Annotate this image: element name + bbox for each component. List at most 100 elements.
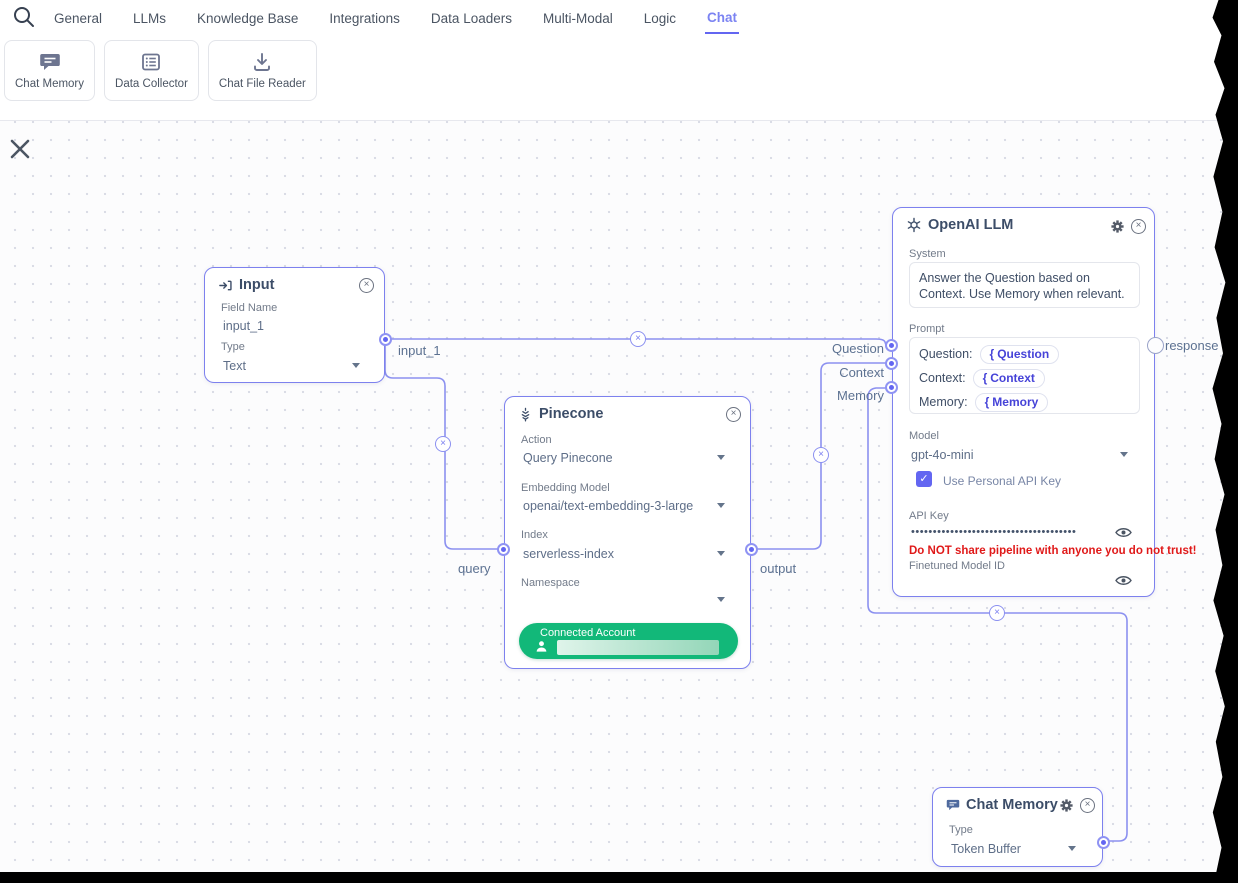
tab-multi-modal[interactable]: Multi-Modal: [542, 10, 613, 26]
tab-chat[interactable]: Chat: [705, 1, 740, 34]
search-icon[interactable]: [12, 5, 36, 29]
finetuned-model-label: Finetuned Model ID: [909, 560, 1005, 572]
close-icon[interactable]: [359, 278, 374, 293]
edge-delete-button[interactable]: [630, 331, 646, 347]
prompt-prefix: Memory:: [919, 395, 968, 409]
node-card-chat-file-reader[interactable]: Chat File Reader: [207, 40, 317, 101]
share-warning-text: Do NOT share pipeline with anyone you do…: [909, 545, 1197, 557]
node-openai-header: OpenAI LLM: [906, 217, 1013, 233]
node-input[interactable]: Input Field Name input_1 Type Text: [204, 267, 392, 383]
type-label: Type: [221, 341, 245, 353]
field-name-label: Field Name: [221, 302, 278, 314]
tab-data-loaders[interactable]: Data Loaders: [430, 10, 512, 26]
connected-account-button[interactable]: Connected Account: [519, 623, 738, 659]
tab-general[interactable]: General: [54, 10, 103, 26]
model-value[interactable]: gpt-4o-mini: [911, 448, 974, 462]
edge-delete-button[interactable]: [435, 436, 451, 452]
person-icon: [536, 641, 547, 652]
canvas-close-icon[interactable]: [8, 137, 32, 161]
api-key-label: API Key: [909, 510, 949, 522]
input-handle-memory[interactable]: [885, 381, 898, 394]
node-title: Pinecone: [539, 406, 604, 422]
embedding-model-value[interactable]: openai/text-embedding-3-large: [523, 499, 694, 513]
node-card-data-collector[interactable]: Data Collector: [104, 40, 199, 101]
api-key-input[interactable]: ••••••••••••••••••••••••••••••••••••••: [911, 526, 1077, 538]
prompt-box[interactable]: Question: {Question Context: {Context Me…: [909, 337, 1140, 414]
chevron-down-icon[interactable]: [717, 551, 725, 556]
system-label: System: [909, 248, 946, 260]
node-openai-llm[interactable]: OpenAI LLM System Answer the Question ba…: [885, 207, 1197, 597]
input-handle-context[interactable]: [885, 357, 898, 370]
action-label: Action: [521, 434, 552, 446]
screenshot-torn-edge-bottom: [0, 872, 1238, 883]
use-personal-api-key-checkbox[interactable]: [916, 471, 932, 487]
namespace-label: Namespace: [521, 577, 580, 589]
node-pinecone[interactable]: Pinecone Action Query Pinecone Embedding…: [497, 396, 758, 669]
edge-delete-button[interactable]: [989, 605, 1005, 621]
chevron-down-icon[interactable]: [717, 455, 725, 460]
handle-label-query: query: [458, 561, 491, 576]
type-value[interactable]: Token Buffer: [951, 842, 1021, 856]
output-handle-response[interactable]: [1147, 337, 1164, 354]
node-card-chat-memory[interactable]: Chat Memory: [4, 40, 96, 101]
chevron-down-icon[interactable]: [717, 503, 725, 508]
eye-icon[interactable]: [1115, 574, 1132, 587]
index-value[interactable]: serverless-index: [523, 547, 615, 561]
model-label: Model: [909, 430, 939, 442]
type-label: Type: [949, 824, 973, 836]
chevron-down-icon[interactable]: [717, 597, 725, 602]
input-handle-question[interactable]: [885, 339, 898, 352]
chip-label: Context: [990, 370, 1035, 385]
handle-label-response: response: [1165, 338, 1219, 353]
node-title: OpenAI LLM: [928, 217, 1014, 233]
prompt-row: Memory: {Memory: [910, 390, 1139, 414]
pinecone-icon: [521, 407, 530, 422]
embedding-model-label: Embedding Model: [521, 482, 610, 494]
edge-input-to-question: [391, 338, 887, 346]
tab-knowledge-base[interactable]: Knowledge Base: [197, 10, 299, 26]
chat-bubble-icon: [946, 799, 960, 811]
output-handle-input1[interactable]: [379, 333, 392, 346]
node-chat-memory[interactable]: Chat Memory Type Token Buffer: [932, 787, 1110, 867]
input-handle-query[interactable]: [497, 543, 510, 556]
node-library-header: General LLMs Knowledge Base Integrations…: [0, 0, 1238, 121]
close-icon[interactable]: [1131, 219, 1146, 234]
edge-input-to-query: [384, 345, 498, 550]
system-textarea[interactable]: Answer the Question based on Context. Us…: [909, 262, 1140, 308]
tab-llms[interactable]: LLMs: [133, 10, 167, 26]
tab-logic[interactable]: Logic: [643, 10, 677, 26]
node-pinecone-header: Pinecone: [518, 406, 603, 422]
action-value[interactable]: Query Pinecone: [523, 451, 613, 465]
variable-chip-question[interactable]: {Question: [979, 344, 1060, 364]
node-title: Input: [239, 277, 275, 293]
chevron-down-icon[interactable]: [1120, 452, 1128, 457]
node-card-label: Data Collector: [115, 78, 188, 90]
prompt-row: Question: {Question: [910, 342, 1139, 366]
brace-icon: {: [984, 394, 990, 409]
download-icon: [254, 53, 271, 71]
close-icon[interactable]: [726, 407, 741, 422]
table-list-icon: [142, 53, 161, 71]
gear-icon[interactable]: [1059, 798, 1074, 813]
type-value[interactable]: Text: [223, 359, 246, 373]
pipeline-canvas[interactable]: input_1 query output Question Context Me…: [0, 121, 1238, 872]
output-handle-memory[interactable]: [1097, 836, 1110, 849]
eye-icon[interactable]: [1115, 526, 1132, 539]
output-handle-output[interactable]: [745, 543, 758, 556]
chevron-down-icon[interactable]: [1068, 846, 1076, 851]
close-icon[interactable]: [1080, 798, 1095, 813]
prompt-prefix: Question:: [919, 347, 973, 361]
brace-icon: {: [989, 346, 995, 361]
variable-chip-context[interactable]: {Context: [972, 368, 1045, 388]
use-personal-api-key-label: Use Personal API Key: [943, 474, 1062, 488]
tab-integrations[interactable]: Integrations: [329, 10, 400, 26]
variable-chip-memory[interactable]: {Memory: [974, 392, 1049, 412]
connected-account-label: Connected Account: [540, 627, 636, 639]
edge-delete-button[interactable]: [813, 447, 829, 463]
chevron-down-icon[interactable]: [352, 363, 360, 368]
node-card-label: Chat File Reader: [218, 78, 306, 90]
field-name-value[interactable]: input_1: [223, 319, 265, 333]
gear-icon[interactable]: [1110, 219, 1125, 234]
chip-label: Question: [997, 346, 1050, 361]
